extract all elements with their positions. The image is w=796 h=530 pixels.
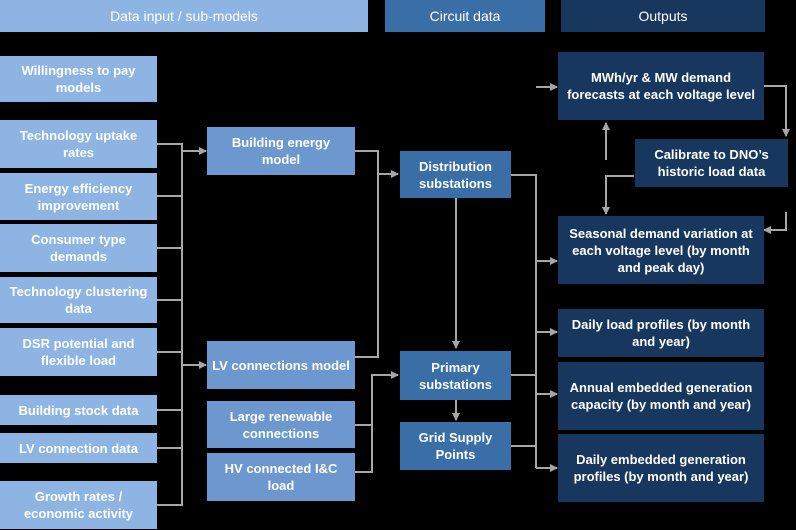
connector-calibration-loop <box>764 85 790 137</box>
circuit-primary-substations: Primary substations <box>400 351 511 400</box>
submodel-hv-ic-load: HV connected I&C load <box>207 453 355 501</box>
input-technology-uptake: Technology uptake rates <box>0 120 157 168</box>
input-willingness-to-pay: Willingness to pay models <box>0 56 157 102</box>
connector-circuit-outputs <box>511 174 537 468</box>
connector-submodels-distribution <box>355 150 379 358</box>
output-demand-forecasts: MWh/yr & MW demand forecasts at each vol… <box>558 52 764 120</box>
circuit-distribution-substations: Distribution substations <box>400 151 511 198</box>
header-outputs: Outputs <box>561 0 765 32</box>
submodel-building-energy: Building energy model <box>207 127 355 175</box>
output-seasonal-variation: Seasonal demand variation at each voltag… <box>558 216 764 284</box>
output-calibrate-dno: Calibrate to DNO’s historic load data <box>635 139 788 187</box>
output-daily-load-profiles: Daily load profiles (by month and year) <box>558 309 764 357</box>
submodel-large-renewable: Large renewable connections <box>207 401 355 448</box>
input-lv-connection-data: LV connection data <box>0 433 157 463</box>
input-energy-efficiency: Energy efficiency improvement <box>0 173 157 220</box>
input-consumer-type: Consumer type demands <box>0 224 157 272</box>
output-embedded-generation-capacity: Annual embedded generation capacity (by … <box>558 362 764 430</box>
submodel-lv-connections: LV connections model <box>207 341 355 389</box>
header-circuit: Circuit data <box>385 0 545 32</box>
connector-hv-primary <box>355 424 373 473</box>
connector-inputs-lv <box>157 351 183 506</box>
input-growth-rates: Growth rates / economic activity <box>0 481 157 529</box>
output-embedded-generation-profiles: Daily embedded generation profiles (by m… <box>558 434 764 502</box>
input-building-stock: Building stock data <box>0 395 157 425</box>
input-technology-clustering: Technology clustering data <box>0 277 157 323</box>
circuit-grid-supply-points: Grid Supply Points <box>400 422 511 470</box>
header-inputs: Data input / sub-models <box>0 0 368 32</box>
input-dsr-potential: DSR potential and flexible load <box>0 328 157 376</box>
